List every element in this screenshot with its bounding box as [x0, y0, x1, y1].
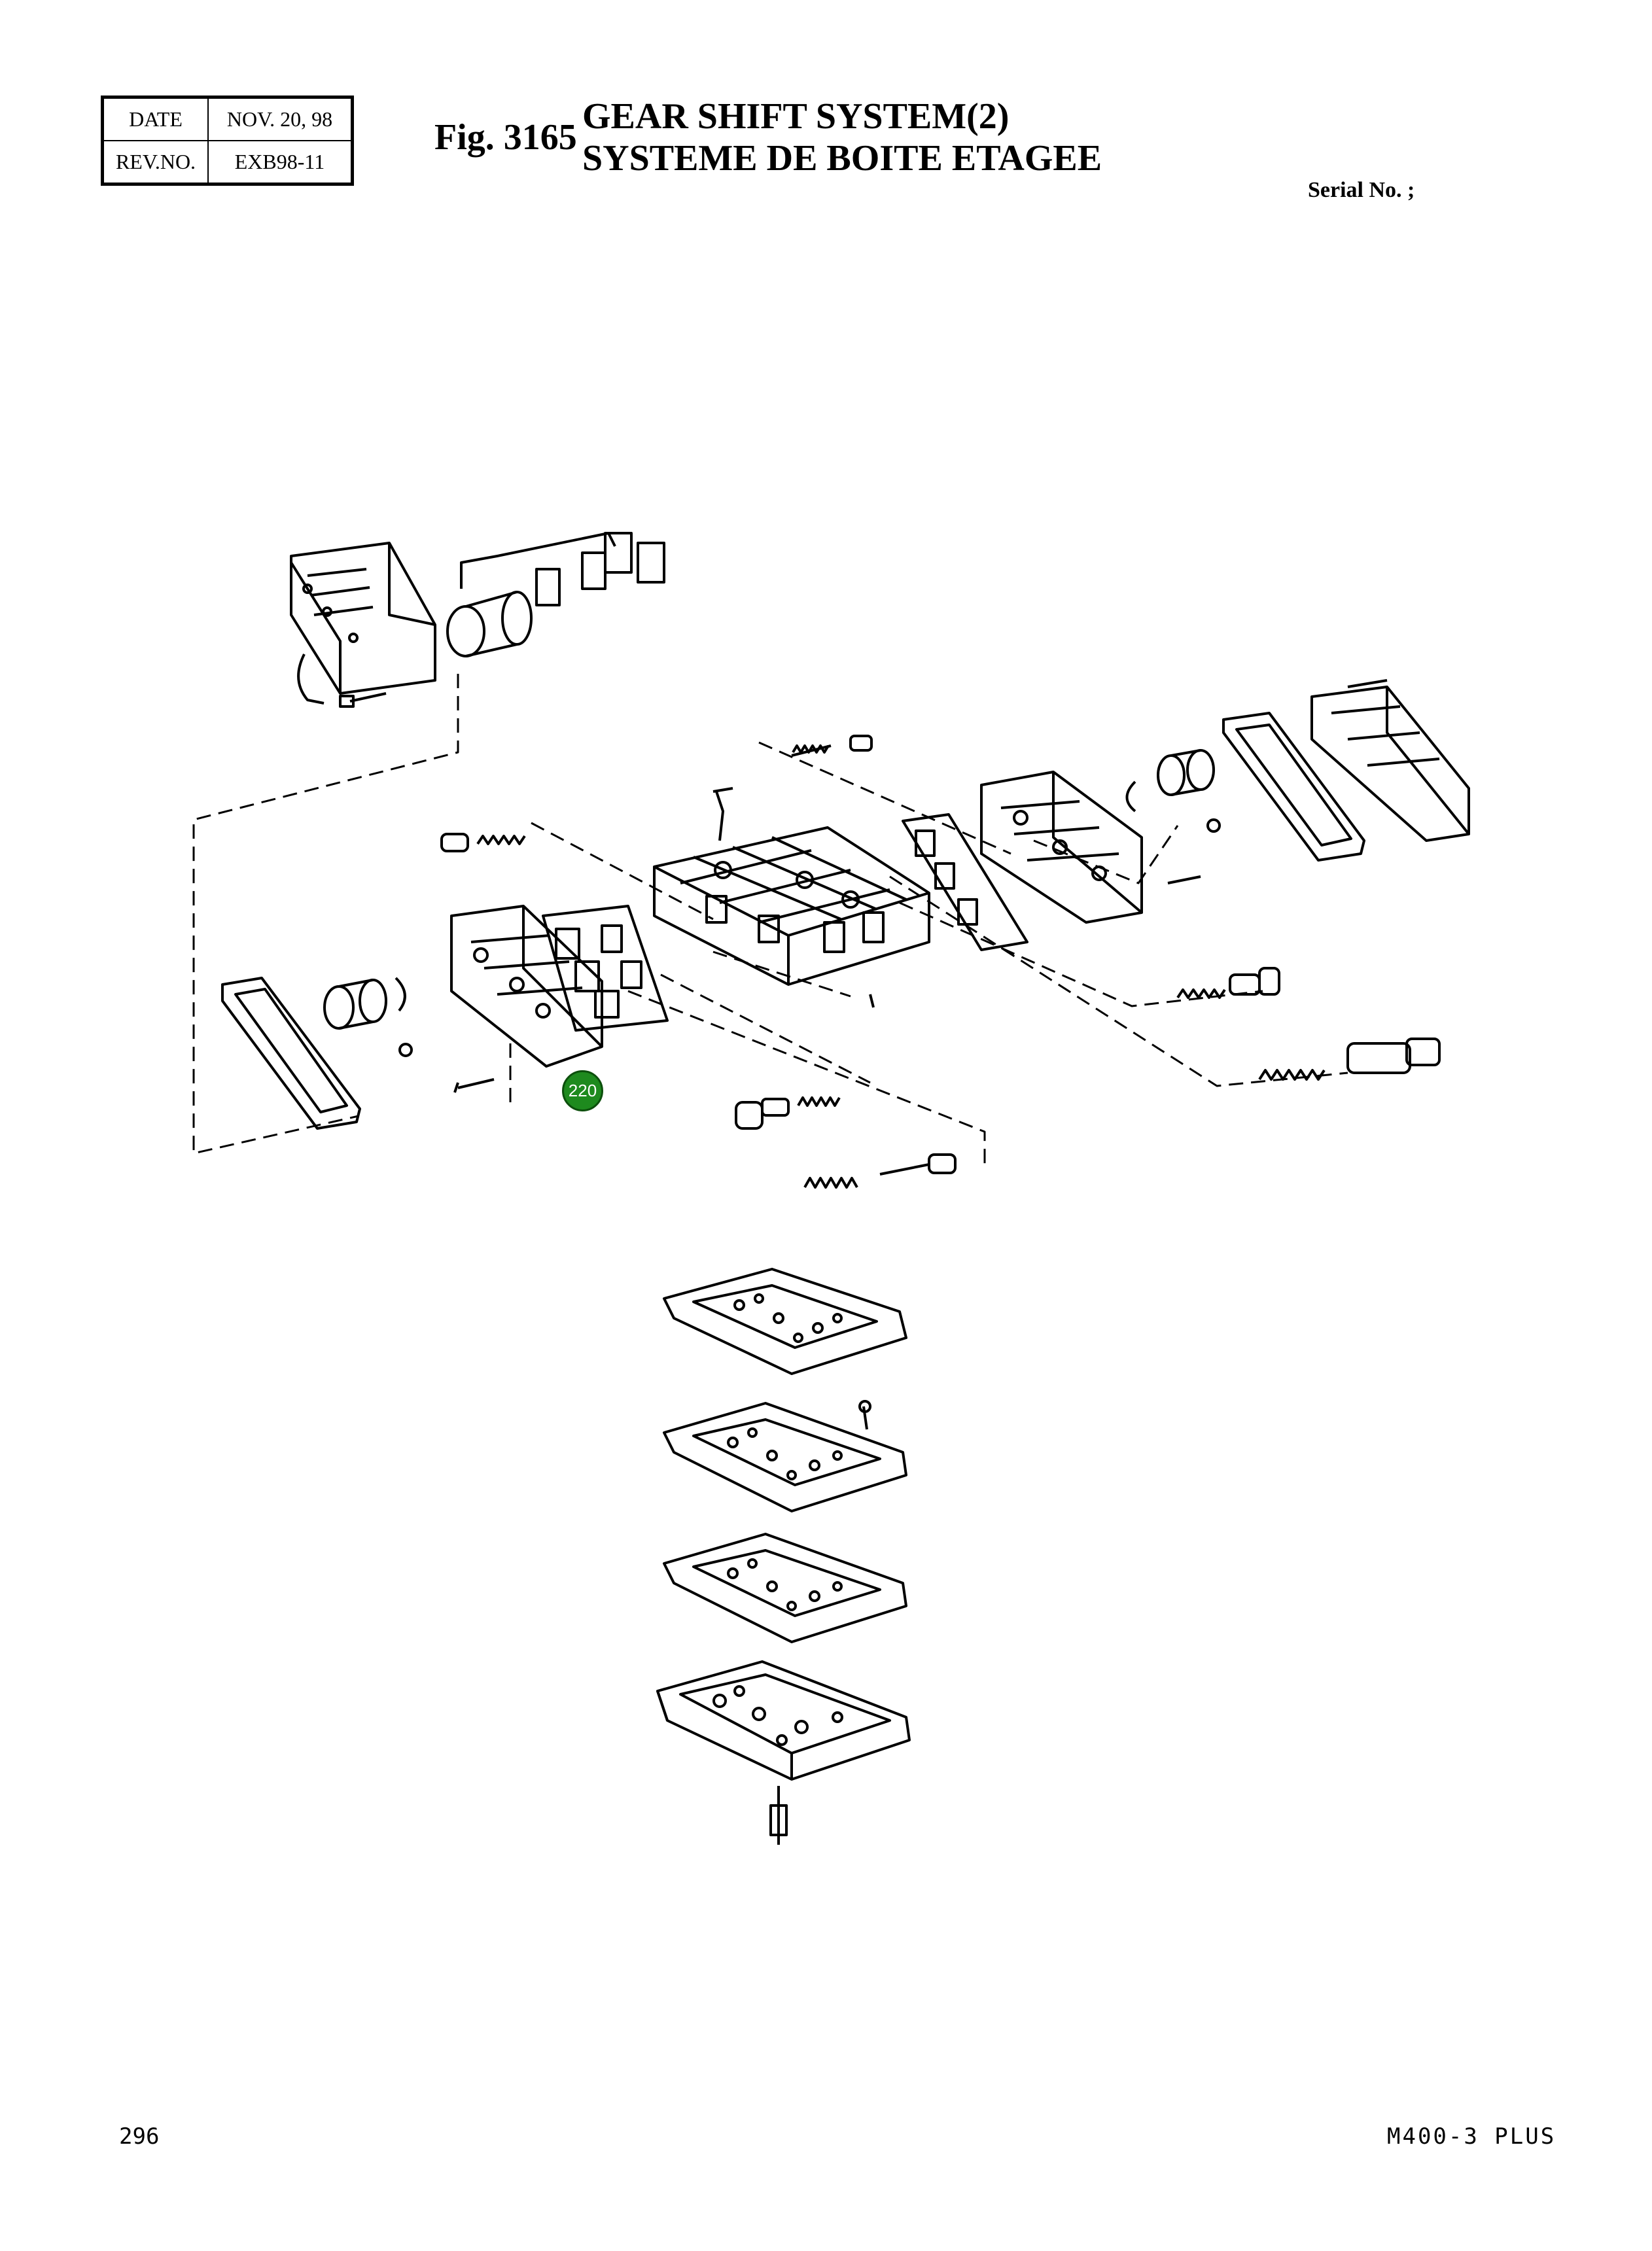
date-label: DATE [101, 96, 209, 141]
model-name: M400-3 PLUS [1387, 2123, 1556, 2150]
revision-table: DATE NOV. 20, 98 REV.NO. EXB98-11 [101, 96, 354, 186]
figure-number: Fig. 3165 [434, 117, 577, 158]
page-number: 296 [119, 2123, 160, 2150]
serial-number-label: Serial No. ; [1308, 178, 1415, 202]
separator-plate-1 [663, 1268, 907, 1375]
lower-valve-body [656, 1660, 911, 1781]
revision-row: REV.NO. EXB98-11 [101, 140, 353, 185]
right-bolt-upper [1347, 679, 1388, 688]
left-cover-gasket [221, 977, 361, 1130]
figure-title-french: SYSTEME DE BOITE ETAGEE [582, 138, 1102, 179]
right-valve-cover [1310, 686, 1470, 842]
left-solenoid-valve [323, 977, 413, 1057]
right-cover-gasket [1222, 712, 1365, 862]
figure-title-english: GEAR SHIFT SYSTEM(2) [582, 96, 1010, 137]
part-callout-220[interactable]: 220 [562, 1070, 603, 1111]
left-separator-gasket [542, 905, 669, 1032]
lower-mounting-bolt [769, 1786, 788, 1845]
right-separator-gasket [902, 813, 1028, 951]
separator-plate-3 [663, 1533, 907, 1643]
left-bolt [453, 1078, 495, 1093]
date-value: NOV. 20, 98 [207, 96, 353, 141]
revision-value: EXB98-11 [207, 140, 353, 185]
separator-plate-2 [663, 1400, 907, 1512]
wiring-harness-connector [446, 532, 665, 657]
right-valve-housing [980, 771, 1143, 924]
upper-left-valve-cover [290, 542, 436, 708]
callout-label: 220 [568, 1081, 597, 1100]
revision-label: REV.NO. [101, 140, 209, 185]
right-solenoid-valve [1125, 749, 1221, 833]
right-bolt-lower [1167, 875, 1201, 884]
date-row: DATE NOV. 20, 98 [101, 96, 353, 141]
assembly-leader-lines [192, 674, 1348, 1166]
springs-and-spools [440, 735, 1441, 1189]
main-valve-body [653, 826, 930, 986]
left-valve-housing [450, 905, 603, 1068]
